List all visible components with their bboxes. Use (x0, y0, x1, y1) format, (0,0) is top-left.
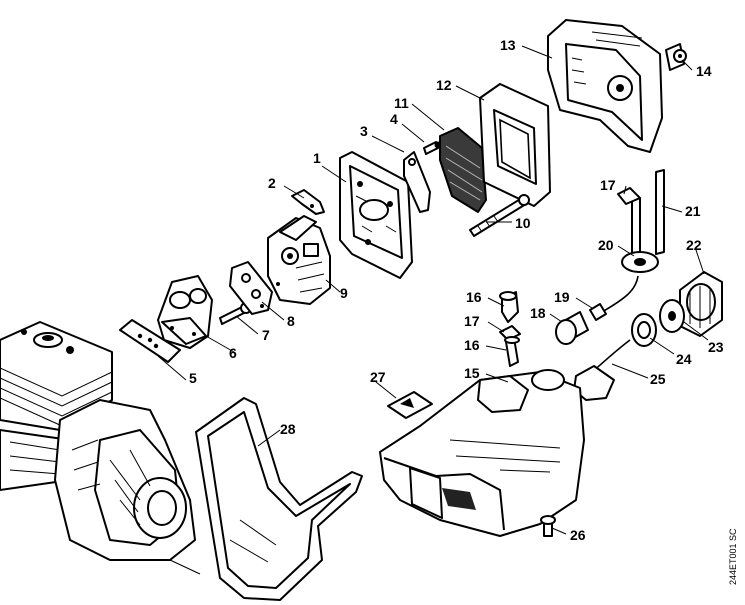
callout-16-lower: 16 (464, 337, 480, 353)
strainer-part (573, 339, 631, 401)
seal-ring-part (631, 313, 657, 347)
callout-4: 4 (390, 111, 398, 127)
callout-11: 11 (394, 95, 409, 111)
valve-16-upper-part (499, 291, 519, 323)
callout-27: 27 (370, 369, 386, 385)
callout-19: 19 (554, 289, 570, 305)
primer-bulb-part (555, 311, 589, 345)
tank-cap-part (679, 271, 723, 337)
air-filter-part (479, 83, 551, 207)
callout-6: 6 (229, 345, 237, 361)
base-plate-part (339, 151, 413, 279)
screw-4-part (423, 141, 442, 155)
decal-part (387, 391, 433, 419)
clip-17-upper-part (617, 187, 641, 205)
callout-24: 24 (676, 351, 692, 367)
callout-22: 22 (686, 237, 702, 253)
callout-16-upper: 16 (466, 289, 482, 305)
tube-21-part (655, 169, 665, 255)
gasket-5-part (119, 319, 181, 363)
callout-17-lower: 17 (464, 313, 480, 329)
cap-insert-part (659, 299, 685, 333)
callout-13: 13 (500, 37, 516, 53)
image-code: 244ET001 SC (728, 528, 738, 585)
callout-26: 26 (570, 527, 586, 543)
callout-8: 8 (287, 313, 295, 329)
callout-labels: 1 2 3 4 5 6 7 8 9 10 11 12 13 14 15 16 1… (189, 37, 738, 585)
gasket-8-part (229, 261, 273, 315)
frame-bracket-part (195, 397, 363, 601)
callout-7: 7 (262, 327, 270, 343)
clip-19-part (589, 303, 607, 321)
callout-15: 15 (464, 365, 480, 381)
callout-18: 18 (530, 305, 546, 321)
callout-3: 3 (360, 123, 368, 139)
bracket-3-part (403, 151, 431, 213)
intake-manifold-part (157, 275, 213, 349)
callout-9: 9 (340, 285, 348, 301)
callout-10: 10 (515, 215, 531, 231)
callout-5: 5 (189, 370, 197, 386)
valve-16-lower-part (504, 336, 520, 367)
fuel-tank-part (379, 369, 585, 537)
leader-lines (157, 45, 709, 575)
callout-17-upper: 17 (600, 177, 616, 193)
callout-14: 14 (696, 63, 712, 79)
filter-cover-part (547, 19, 663, 153)
fan-housing-part (54, 399, 196, 561)
callout-21: 21 (685, 203, 701, 219)
screw-26-part (540, 515, 556, 537)
callout-12: 12 (436, 77, 452, 93)
callout-25: 25 (650, 371, 666, 387)
long-screw-part (469, 194, 530, 237)
knob-screw-part (665, 43, 687, 71)
carburetor-part (267, 215, 331, 305)
fuel-line-part (601, 197, 659, 313)
callout-23: 23 (708, 339, 724, 355)
callout-28: 28 (280, 421, 296, 437)
filter-screen-part (439, 127, 487, 213)
callout-1: 1 (313, 150, 321, 166)
callout-2: 2 (268, 175, 276, 191)
callout-20: 20 (598, 237, 614, 253)
